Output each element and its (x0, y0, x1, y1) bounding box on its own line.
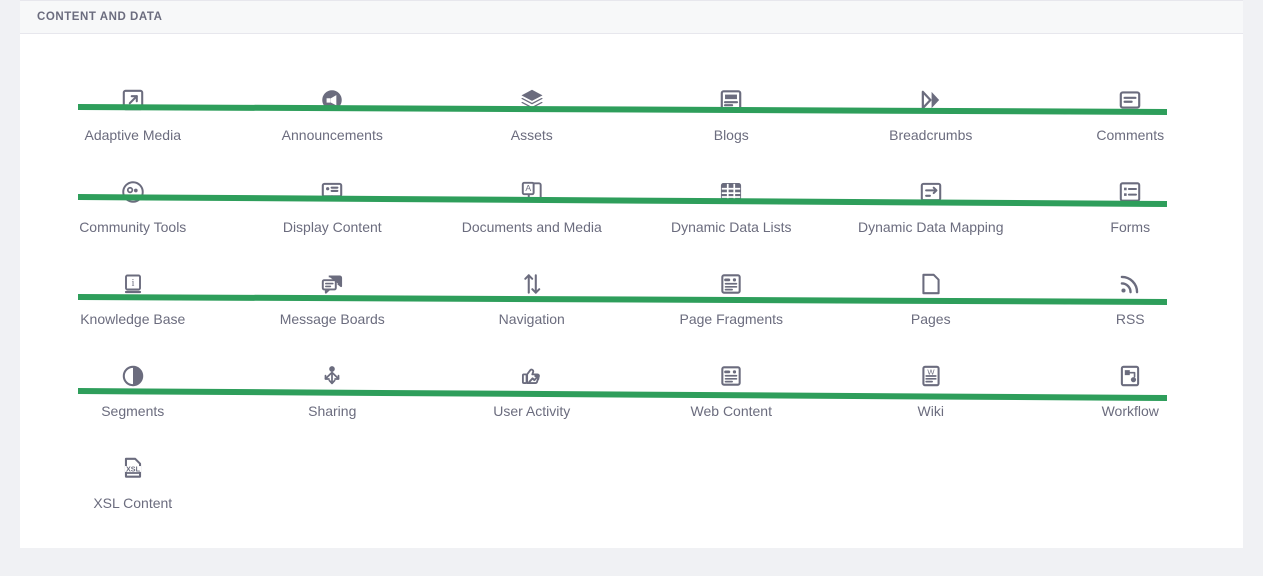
sharing-nodes-icon (316, 360, 348, 392)
portlet-item-pages[interactable]: Pages (831, 240, 1031, 332)
portlet-label: Comments (1096, 127, 1165, 143)
portlet-label: Workflow (1101, 403, 1159, 419)
portlet-grid: Adaptive Media Announcements (33, 56, 1230, 516)
portlet-item-display-content[interactable]: Display Content (233, 148, 433, 240)
portlet-item-xsl-content[interactable]: XSL XSL Content (33, 424, 233, 516)
portlet-label: Dynamic Data Lists (670, 219, 792, 235)
portlet-label: Wiki (917, 403, 944, 419)
grid-filler (831, 424, 1031, 516)
portlet-label: Pages (910, 311, 951, 327)
portlet-label: Segments (101, 403, 165, 419)
portlet-item-user-activity[interactable]: User Activity (432, 332, 632, 424)
breadcrumbs-chevrons-icon (915, 84, 947, 116)
knowledge-base-info-icon: i (117, 268, 149, 300)
portlet-item-blogs[interactable]: Blogs (632, 56, 832, 148)
display-content-monitor-icon (316, 176, 348, 208)
portlet-item-knowledge-base[interactable]: i Knowledge Base (33, 240, 233, 332)
portlet-label: Documents and Media (461, 219, 602, 235)
svg-text:A: A (525, 183, 531, 193)
portlet-item-adaptive-media[interactable]: Adaptive Media (33, 56, 233, 148)
portlet-item-forms[interactable]: Forms (1031, 148, 1231, 240)
documents-and-media-icon: A (516, 176, 548, 208)
portlet-label: Forms (1110, 219, 1151, 235)
web-content-icon (715, 360, 747, 392)
grid-filler (1031, 424, 1231, 516)
portlet-item-message-boards[interactable]: Message Boards (233, 240, 433, 332)
svg-text:W: W (927, 367, 935, 376)
adaptive-media-icon (117, 84, 149, 116)
assets-layers-icon (516, 84, 548, 116)
comments-icon (1114, 84, 1146, 116)
portlet-item-dynamic-data-lists[interactable]: Dynamic Data Lists (632, 148, 832, 240)
portlet-label: Navigation (498, 311, 565, 327)
portlet-item-rss[interactable]: RSS (1031, 240, 1231, 332)
community-tools-users-icon (117, 176, 149, 208)
workflow-icon (1114, 360, 1146, 392)
page-fragments-icon (715, 268, 747, 300)
blogs-icon (715, 84, 747, 116)
panel-body: Adaptive Media Announcements (20, 34, 1243, 516)
portlet-item-web-content[interactable]: Web Content (632, 332, 832, 424)
portlet-item-segments[interactable]: Segments (33, 332, 233, 424)
rss-icon (1114, 268, 1146, 300)
wiki-icon: W (915, 360, 947, 392)
xsl-content-document-icon: XSL (117, 452, 149, 484)
portlet-label: Web Content (690, 403, 772, 419)
portlet-item-breadcrumbs[interactable]: Breadcrumbs (831, 56, 1031, 148)
portlet-label: Community Tools (79, 219, 187, 235)
portlet-item-community-tools[interactable]: Community Tools (33, 148, 233, 240)
page-title: CONTENT AND DATA (37, 11, 163, 23)
svg-text:XSL: XSL (126, 465, 141, 473)
portlet-label: Adaptive Media (84, 127, 181, 143)
portlet-label: XSL Content (93, 495, 173, 511)
navigation-arrows-icon (516, 268, 548, 300)
grid-filler (632, 424, 832, 516)
portlet-item-page-fragments[interactable]: Page Fragments (632, 240, 832, 332)
portlet-item-navigation[interactable]: Navigation (432, 240, 632, 332)
portlet-item-sharing[interactable]: Sharing (233, 332, 433, 424)
portlet-label: Assets (510, 127, 553, 143)
portlet-item-workflow[interactable]: Workflow (1031, 332, 1231, 424)
portlet-label: Announcements (281, 127, 383, 143)
content-and-data-panel: CONTENT AND DATA (20, 0, 1243, 548)
portlet-item-dynamic-data-mapping[interactable]: Dynamic Data Mapping (831, 148, 1031, 240)
portlet-label: Display Content (282, 219, 382, 235)
portlet-item-wiki[interactable]: W Wiki (831, 332, 1031, 424)
portlet-label: Page Fragments (679, 311, 784, 327)
portlet-label: RSS (1115, 311, 1145, 327)
forms-list-icon (1114, 176, 1146, 208)
dynamic-data-lists-grid-icon (715, 176, 747, 208)
portlet-label: Breadcrumbs (889, 127, 973, 143)
portlet-label: Message Boards (279, 311, 385, 327)
user-activity-thumbs-up-icon (516, 360, 548, 392)
svg-text:i: i (131, 278, 134, 289)
message-boards-icon (316, 268, 348, 300)
portlet-label: Blogs (713, 127, 749, 143)
portlet-label: Sharing (308, 403, 357, 419)
portlet-item-announcements[interactable]: Announcements (233, 56, 433, 148)
grid-filler (233, 424, 433, 516)
portlet-label: Dynamic Data Mapping (857, 219, 1004, 235)
pages-document-icon (915, 268, 947, 300)
dynamic-data-mapping-icon (915, 176, 947, 208)
portlet-item-assets[interactable]: Assets (432, 56, 632, 148)
portlet-label: User Activity (493, 403, 571, 419)
segments-half-circle-icon (117, 360, 149, 392)
portlet-item-comments[interactable]: Comments (1031, 56, 1231, 148)
panel-header: CONTENT AND DATA (20, 1, 1243, 34)
portlet-item-documents-and-media[interactable]: A Documents and Media (432, 148, 632, 240)
grid-filler (432, 424, 632, 516)
portlet-label: Knowledge Base (80, 311, 186, 327)
announcements-megaphone-icon (316, 84, 348, 116)
